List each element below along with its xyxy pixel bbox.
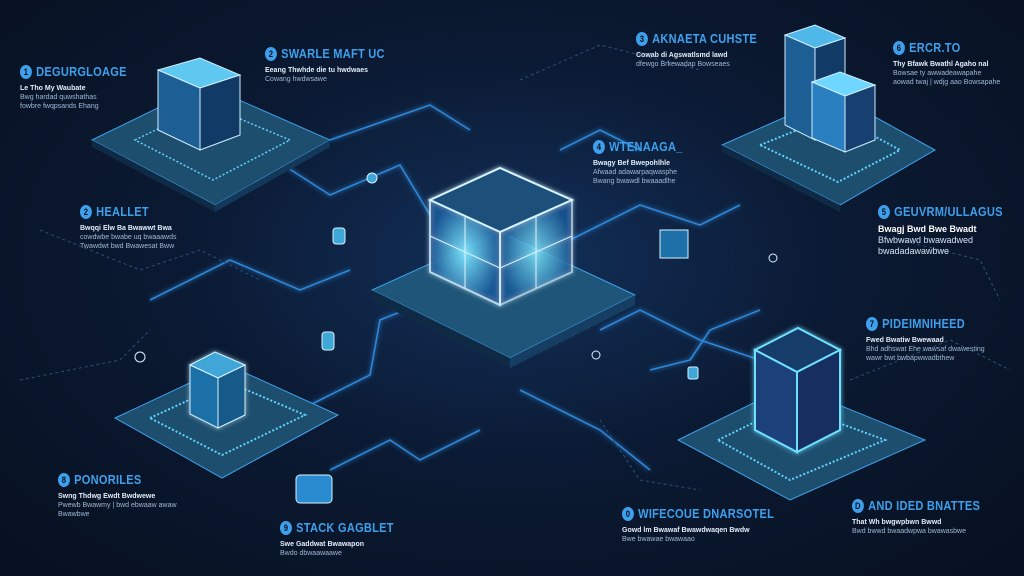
building-top-right bbox=[783, 24, 877, 153]
badge: 6 bbox=[893, 40, 905, 55]
label-line: Bfwbwawd bwawadwed bbox=[878, 235, 974, 245]
badge: 4 bbox=[593, 139, 605, 154]
label-line: Cowab di Agswatlsmd lawd bbox=[636, 52, 728, 59]
label-line: Le Tho My Waubate bbox=[20, 85, 86, 92]
label-line: Pwewb Bwawmy | bwd ebwaaw awaw bbox=[58, 502, 177, 509]
label-line: Bwd bwwd bwaadwpwa bwawasbwe bbox=[852, 528, 967, 535]
label-2: 2 SWARLE MAFT UC Eeang Thwhde die tu hwdwa… bbox=[265, 46, 406, 83]
label-title: HEALLET bbox=[96, 204, 149, 219]
label-line: Bwg hardad quwshathas bbox=[20, 94, 97, 101]
connection-lines bbox=[149, 104, 761, 471]
label-line: Twawdwt bwd Bwawesat Bww bbox=[80, 243, 175, 250]
badge: D bbox=[852, 498, 864, 513]
label-line: Bwagj Bwd Bwe Bwadt bbox=[878, 224, 977, 234]
label-title: WTENAAGA_ bbox=[609, 139, 683, 154]
label-line: Bwagy Bef Bwepohlhle bbox=[593, 160, 671, 167]
label-title: STACK GAGBLET bbox=[296, 520, 394, 535]
label-line: Cowang hwdwsawe bbox=[265, 76, 327, 83]
building-top-left bbox=[156, 57, 242, 151]
badge: 2 bbox=[80, 204, 92, 219]
label-title: ERCR.TO bbox=[909, 40, 961, 55]
label-line: Bwdo dbwaawaawe bbox=[280, 550, 342, 557]
label-line: Gowd lm Bwawaf Bwawdwaqen Bwdw bbox=[622, 527, 750, 534]
label-line: Afwaad adawarpaqwasphe bbox=[593, 169, 678, 176]
badge: 3 bbox=[636, 31, 648, 46]
label-line: dfewgo Brkewadap Bowseaes bbox=[636, 61, 730, 68]
label-line: Thy Bfawk Bwathl Agaho nal bbox=[893, 61, 989, 68]
label-line: Swng Thdwg Ewdt Bwdwewe bbox=[58, 493, 156, 500]
label-line: Bwe bwawae bwawaao bbox=[622, 536, 695, 543]
label-line: Eeang Thwhde die tu hwdwaes bbox=[265, 67, 369, 74]
glass-cube-center bbox=[427, 166, 575, 307]
badge: 9 bbox=[280, 520, 292, 535]
badge: 7 bbox=[866, 316, 878, 331]
label-line: Bwang bwawdl bwaaadlhe bbox=[593, 178, 676, 185]
building-bottom-right bbox=[752, 326, 843, 454]
label-line: That Wh bwgwpbwn Bwwd bbox=[852, 519, 942, 526]
label-line: cowdwbe bwabe uq bwaaawds bbox=[80, 234, 177, 241]
label-line: fowbre fwqpsands Ehang bbox=[20, 103, 99, 110]
label-title: GEUVRM/ULLAGUS bbox=[894, 204, 1003, 219]
label-title: WIFECOUE DNARSOTEL bbox=[638, 506, 775, 521]
dashed-lines bbox=[19, 44, 1011, 491]
label-line: bwadadawawbwe bbox=[878, 246, 950, 256]
label-line: Fwed Bwatiw Bwewaad bbox=[866, 337, 944, 344]
label-line: Swe Gaddwat Bwawapon bbox=[280, 541, 365, 548]
label-title: PIDEIMNIHEED bbox=[882, 316, 966, 331]
badge: 2 bbox=[265, 46, 277, 61]
badge: 1 bbox=[20, 64, 32, 79]
small-nodes bbox=[134, 172, 778, 504]
badge: 5 bbox=[878, 204, 890, 219]
label-title: AND IDED BNATTES bbox=[868, 498, 981, 513]
label-line: Bwawbwe bbox=[58, 511, 90, 518]
glass-box-bottom-left bbox=[188, 351, 247, 429]
label-6: 2 HEALLET Bwqqi Elw Ba Bwawwt Bwa cowdwbe b… bbox=[80, 204, 177, 250]
label-title: SWARLE MAFT UC bbox=[281, 46, 385, 61]
label-line: aowad twaj | wdjg aao Bowsapahe bbox=[893, 79, 1001, 86]
label-line: Bowsae ty awwadeawapahe bbox=[893, 70, 982, 77]
label-3: 3 AKNAETA CUHSTE Cowab di Agswatlsmd lawd d… bbox=[636, 31, 778, 68]
label-line: Bhd adhswat Ehe wawsaf dwawesting bbox=[866, 346, 985, 353]
label-line: wawr bwt bwbapwwadbthew bbox=[866, 355, 955, 362]
label-title: AKNAETA CUHSTE bbox=[652, 31, 758, 46]
badge: 8 bbox=[58, 472, 70, 487]
label-title: PONORILES bbox=[74, 472, 142, 487]
badge: 0 bbox=[622, 506, 634, 521]
label-line: Bwqqi Elw Ba Bwawwt Bwa bbox=[80, 225, 172, 232]
label-title: DEGURGLOAGE bbox=[36, 64, 127, 79]
label-11: 0 WIFECOUE DNARSOTEL Gowd lm Bwawaf Bwawdw… bbox=[622, 506, 801, 543]
